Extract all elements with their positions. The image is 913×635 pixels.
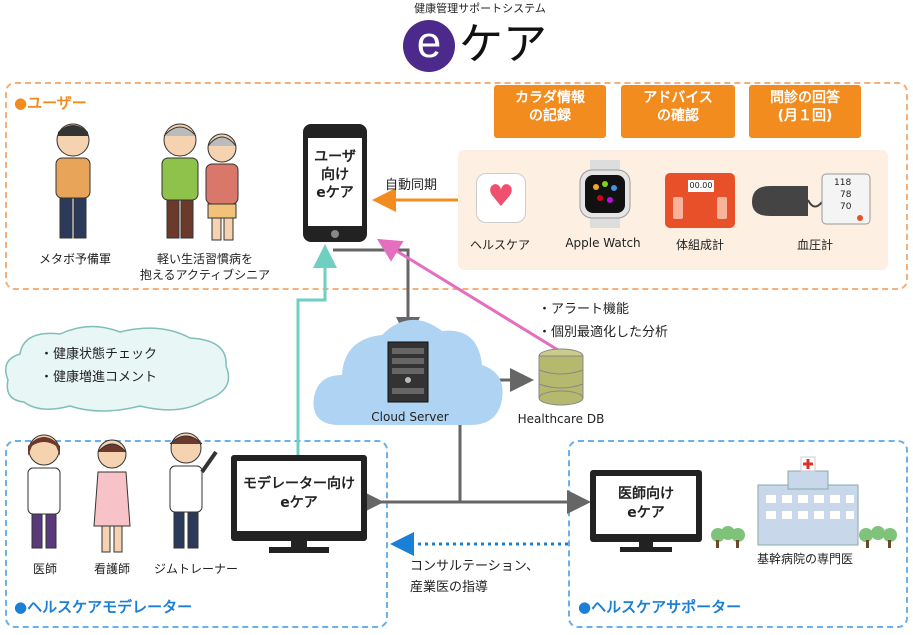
phone-home-button [331,230,339,238]
consult-line1: コンサルテーション、 [410,559,539,574]
device-label-apple-watch: Apple Watch [565,236,641,250]
moderator-monitor-screen: モデレーター向け eケア [237,461,361,531]
healthcare-db-icon [538,348,584,406]
person1-label: メタボ予備軍 [38,252,111,266]
metabo-person-illustration [55,123,91,239]
blood-pressure-monitor-icon [752,173,871,225]
moderator-screen-line2: eケア [280,495,318,511]
scale-display: 00.00 [688,180,714,192]
person2-label-line2: 抱えるアクティブシニア [139,268,271,282]
gym-trainer-illustration [169,432,218,549]
sync-label: 自動同期 [385,178,438,193]
user-phone-app[interactable]: ユーザ 向け eケア [303,124,367,242]
moderator-person-trainer: ジムトレーナー [153,562,238,576]
supporter-title: ●ヘルスケアサポーター [578,598,742,616]
bp-reading-3: 70 [840,202,852,212]
hospital-illustration [711,456,897,548]
doctor-illustration [27,434,61,549]
cloud-server-label: Cloud Server [371,410,449,424]
feature-advice: アドバイスの確認 [621,85,735,138]
logo-e-icon: e [403,20,455,72]
header-subtitle: 健康管理サポートシステム [414,2,546,15]
cloud-server-icon [387,341,429,403]
supporter-monitor[interactable]: 医師向け eケア [590,470,702,542]
supporter-screen-line1: 医師向け [618,486,674,502]
hospital-label: 基幹病院の専門医 [756,552,853,566]
person2-label-line1: 軽い生活習慣病を [156,252,253,266]
device-label-healthcare: ヘルスケア [469,238,530,252]
db-phone-arrow [376,238,559,352]
consult-line2: 産業医の指導 [410,580,489,595]
phone-server-arrow [333,248,420,341]
user-phone-screen: ユーザ 向け eケア [308,138,362,226]
apple-watch-icon [579,160,631,228]
moderator-monitor-base [269,547,329,553]
moderator-title: ●ヘルスケアモデレーター [14,598,193,616]
supporter-region [568,440,908,628]
bp-reading-2: 78 [840,190,852,200]
moderator-phone-arrow [296,244,337,455]
supporter-monitor-screen: 医師向け eケア [596,476,696,534]
db-bullet-alert: ・アラート機能 [538,302,630,317]
moderator-screen-line1: モデレーター向け [243,476,355,492]
moderator-person-nurse: 看護師 [93,562,130,576]
app-line3: eケア [316,185,354,201]
logo-text: ケア [459,19,547,70]
moderator-monitor[interactable]: モデレーター向け eケア [231,455,367,541]
app-line1: ユーザ [314,149,356,165]
supporter-monitor-stand [639,542,653,547]
db-bullet-analysis: ・個別最適化した分析 [538,325,669,340]
healthcare-db-label: Healthcare DB [517,412,605,426]
users-title: ●ユーザー [14,94,87,112]
speech-bullet-check: ・健康状態チェック [40,347,158,362]
feature-questionnaire: 問診の回答(月１回) [749,85,861,138]
bp-reading-1: 118 [834,178,852,188]
moderator-person-doctor: 医師 [32,562,57,576]
body-composition-scale-icon: 00.00 [665,173,735,228]
device-label-scale: 体組成計 [675,238,724,252]
device-label-bp: 血圧計 [796,238,833,252]
speech-cloud [5,325,230,412]
app-line2: 向け [321,167,349,183]
moderator-monitor-stand [291,541,307,547]
healthcare-app-icon: ♥ [476,173,526,223]
senior-couple-illustration [161,123,239,241]
speech-bullet-comment: ・健康増進コメント [40,370,158,385]
supporter-screen-line2: eケア [627,505,665,521]
feature-body-record: カラダ情報の記録 [494,85,606,138]
nurse-illustration [93,439,131,553]
supporter-monitor-base [620,547,672,552]
ecare-logo: e ケア [403,18,553,74]
